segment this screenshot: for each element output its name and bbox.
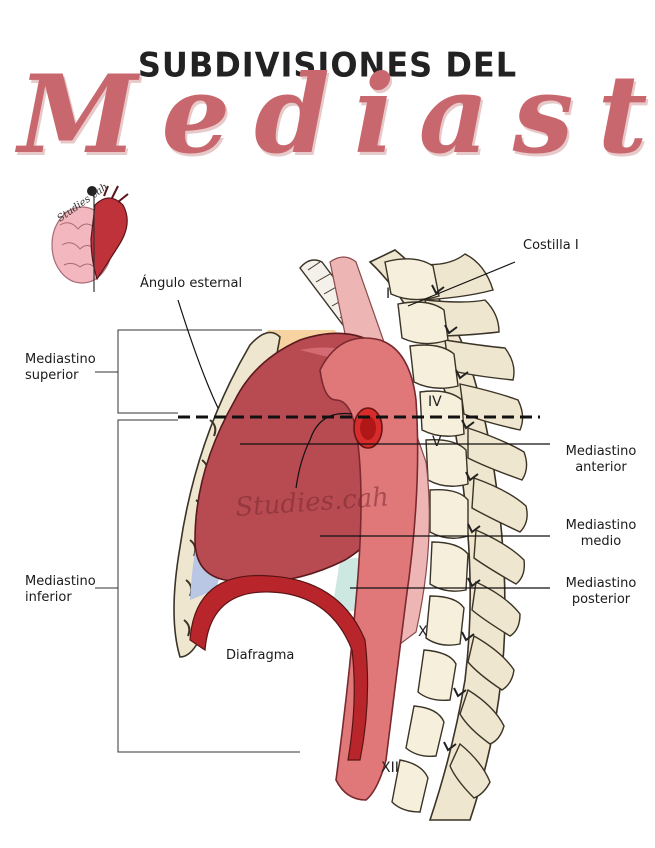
label-diafragma: Diafragma	[226, 648, 295, 663]
vertebra-label-v: V	[432, 434, 442, 450]
title-top: SUBDIVISIONES DEL	[137, 45, 518, 85]
label-mediastino-inferior: Mediastino inferior	[25, 574, 96, 605]
label-mediastino-medio: Mediastino medio	[565, 518, 637, 549]
label-mediastino-superior: Mediastino superior	[25, 352, 96, 383]
vertebra-label-xii: XII	[381, 760, 399, 776]
vertebral-bodies	[384, 258, 469, 813]
diaphragm	[189, 574, 369, 761]
vertebra-label-i: I	[386, 286, 390, 302]
label-mediastino-anterior: Mediastino anterior	[565, 444, 637, 475]
vertebra-label-iv: IV	[428, 394, 442, 410]
logo-heart	[90, 197, 128, 281]
label-angulo-esternal: Ángulo esternal	[140, 276, 243, 291]
label-mediastino-posterior: Mediastino posterior	[565, 576, 637, 607]
brackets	[95, 329, 300, 753]
label-costilla: Costilla I	[523, 238, 579, 253]
vertebral-column	[368, 249, 528, 821]
title-main: Mediastino	[18, 52, 655, 178]
logo: Studies cah	[51, 182, 129, 292]
leader-lines	[177, 261, 550, 589]
vertebral-notches	[431, 284, 481, 752]
vertebra-label-x: X	[418, 624, 428, 640]
